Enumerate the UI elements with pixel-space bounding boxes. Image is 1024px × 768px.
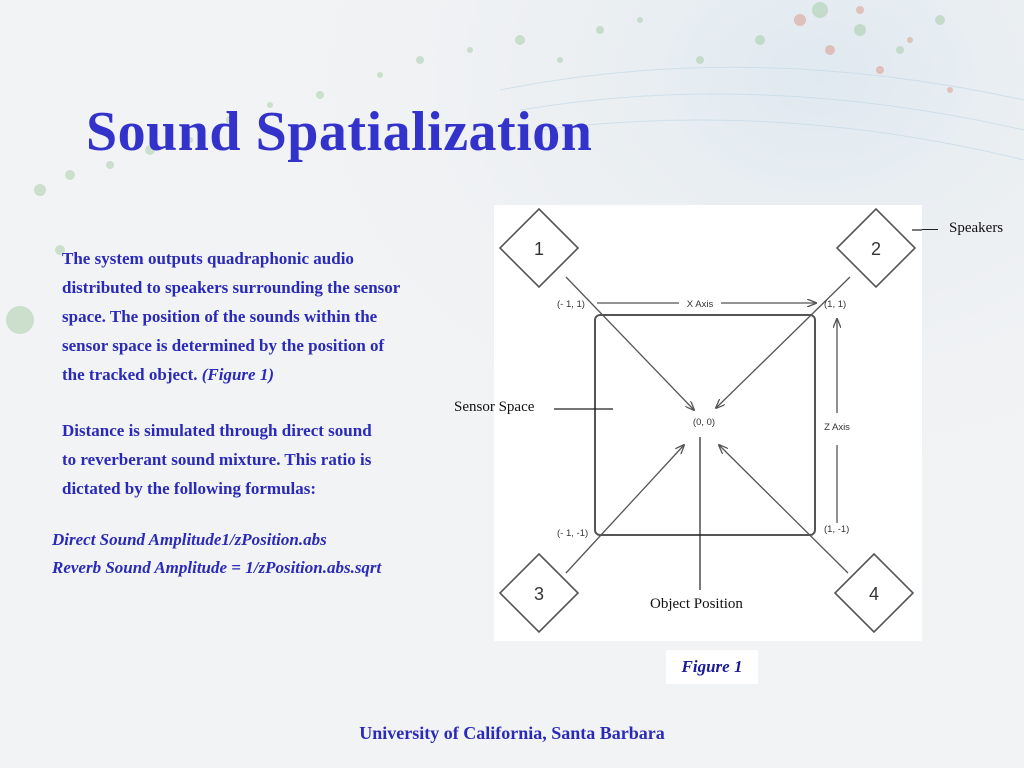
arrow-speaker-1: [565, 276, 694, 410]
body-line: the tracked object. (Figure 1): [62, 360, 482, 389]
formula-reverb: Reverb Sound Amplitude = 1/zPosition.abs…: [52, 558, 382, 577]
z-axis-label: Z Axis: [824, 422, 850, 433]
speaker-label: 3: [534, 584, 544, 604]
sensor-space-callout: Sensor Space: [454, 399, 535, 415]
formula-direct: Direct Sound Amplitude1/zPosition.abs: [52, 530, 327, 549]
figure-panel: 1 2 3 4 X Axis Z Axis (- 1, 1) (1, 1) (-…: [494, 205, 922, 641]
body-line: sensor space is determined by the positi…: [62, 336, 385, 355]
slide-title: Sound Spatialization: [86, 101, 593, 163]
x-axis-label: X Axis: [687, 299, 714, 310]
coord-center: (0, 0): [693, 417, 715, 428]
figure-reference: (Figure 1): [201, 365, 274, 384]
spatialization-diagram: 1 2 3 4 X Axis Z Axis (- 1, 1) (1, 1) (-…: [498, 207, 922, 634]
body-line-text: the tracked object.: [62, 365, 202, 384]
coord-top-left: (- 1, 1): [557, 299, 585, 310]
coord-top-right: (1, 1): [824, 299, 846, 310]
paragraph-gap: [62, 389, 482, 416]
speakers-leader-ext: [922, 229, 938, 230]
arrow-speaker-4: [719, 445, 849, 574]
speaker-label: 2: [871, 239, 881, 259]
body-line: dictated by the following formulas:: [62, 479, 317, 498]
arrow-speaker-2: [716, 276, 851, 408]
speaker-label: 4: [869, 584, 879, 604]
speaker-2: 2: [835, 207, 917, 289]
body-line: distributed to speakers surrounding the …: [62, 278, 401, 297]
body-line: Distance is simulated through direct sou…: [62, 421, 372, 440]
footer-institution: University of California, Santa Barbara: [359, 723, 665, 743]
speaker-1: 1: [498, 207, 580, 289]
body-line: to reverberant sound mixture. This ratio…: [62, 450, 372, 469]
formulas: Direct Sound Amplitude1/zPosition.abs Re…: [52, 526, 482, 582]
speaker-3: 3: [498, 552, 580, 634]
arrow-speaker-3: [565, 445, 684, 574]
body-text: The system outputs quadraphonic audio di…: [62, 244, 482, 503]
speaker-label: 1: [534, 239, 544, 259]
speakers-callout: Speakers: [949, 220, 1004, 236]
coord-bottom-right: (1, -1): [824, 524, 849, 535]
object-position-callout: Object Position: [650, 596, 743, 612]
speaker-4: 4: [833, 552, 915, 634]
body-line: The system outputs quadraphonic audio: [62, 249, 354, 268]
figure-caption: Figure 1: [666, 650, 758, 684]
sensor-space-square: [594, 314, 816, 536]
coord-bottom-left: (- 1, -1): [557, 528, 588, 539]
body-line: space. The position of the sounds within…: [62, 307, 378, 326]
